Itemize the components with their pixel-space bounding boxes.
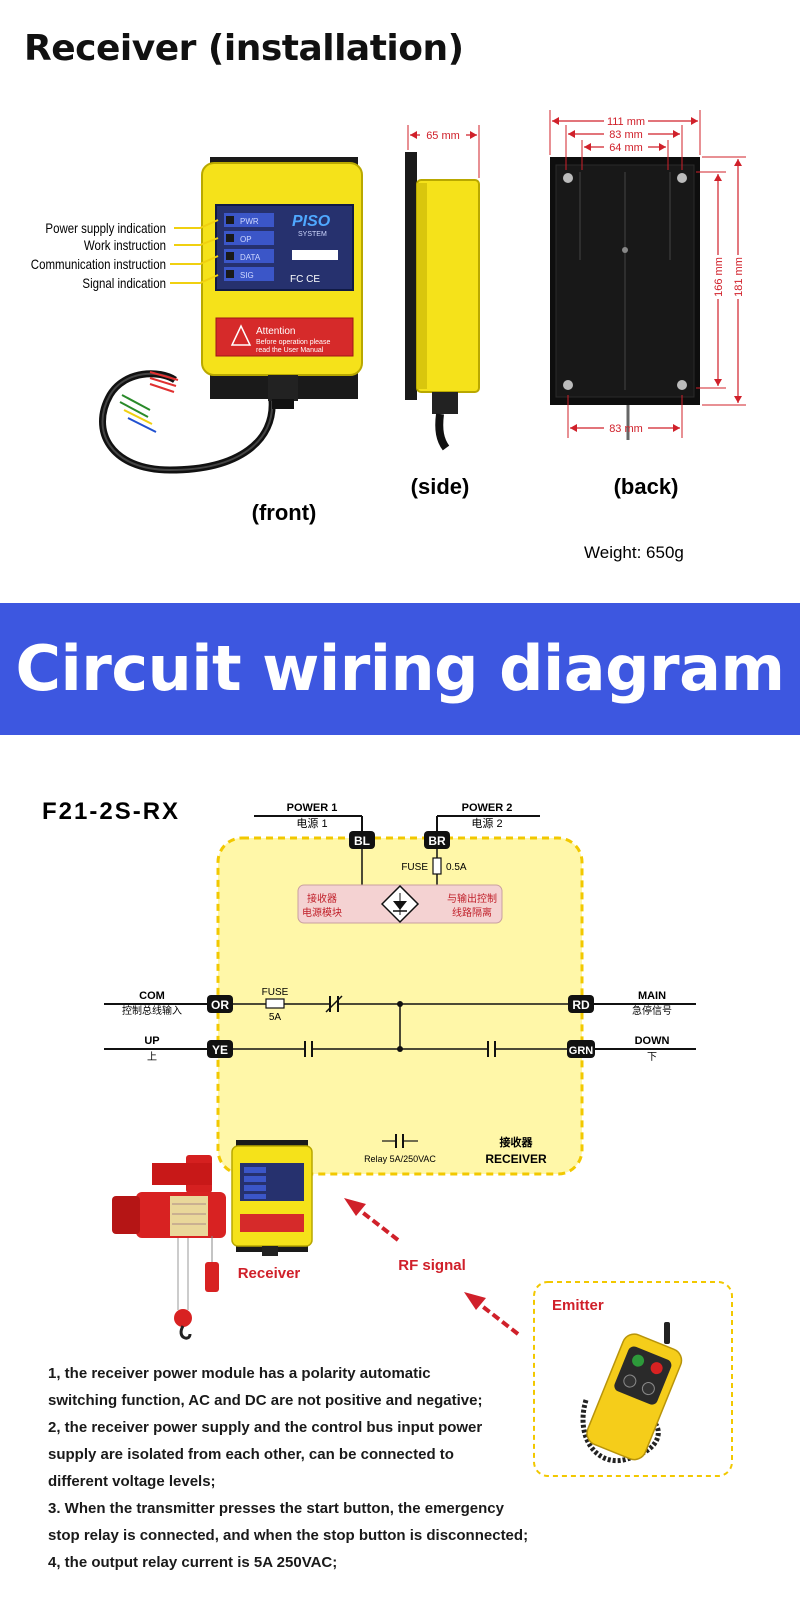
relay-legend: Relay 5A/250VAC — [364, 1154, 436, 1164]
wiring-banner: Circuit wiring diagram — [0, 603, 800, 735]
dim-back-width-64: 64 mm — [609, 142, 643, 154]
fuse-top-label: FUSE — [401, 862, 428, 873]
receiver-en-label: RECEIVER — [485, 1152, 547, 1166]
power1-cn-label: 电源 1 — [296, 816, 327, 830]
brand-sub: SYSTEM — [298, 231, 327, 238]
led-op-label: OP — [240, 235, 252, 244]
power2-label: POWER 2 — [462, 802, 513, 814]
fuse-mid-label: FUSE — [262, 987, 289, 998]
hoist-illustration — [112, 1155, 226, 1340]
com-label: COM — [139, 990, 165, 1002]
receiver-side-view — [405, 125, 480, 451]
note-line: switching function, AC and DC are not po… — [48, 1392, 483, 1409]
emitter-remote-illustration — [580, 1322, 683, 1464]
emitter-label: Emitter — [552, 1297, 604, 1314]
dim-side-depth: 65 mm — [426, 130, 460, 142]
dim-back-height-181: 181 mm — [733, 257, 745, 297]
label-power-supply: Power supply indication — [45, 220, 166, 236]
module-right-line2: 线路隔离 — [452, 906, 492, 919]
up-cn-label: 上 — [147, 1051, 157, 1063]
installation-section: Receiver (installation) — [0, 0, 800, 603]
label-communication: Communication instruction — [31, 256, 166, 272]
module-left-line1: 接收器 — [307, 892, 337, 905]
power1-label: POWER 1 — [287, 802, 338, 814]
receiver-front-view: PWR OP DATA SIG PISO SYSTEM FC CE Attent… — [99, 157, 363, 474]
led-sig-label: SIG — [240, 271, 254, 280]
main-label: MAIN — [638, 990, 666, 1002]
up-label: UP — [144, 1035, 159, 1047]
receiver-label: Receiver — [238, 1265, 301, 1282]
dim-back-width-83: 83 mm — [609, 129, 643, 141]
main-cn-label: 急停信号 — [632, 1004, 672, 1017]
attention-line1: Before operation please — [256, 339, 330, 346]
led-pwr-label: PWR — [240, 217, 259, 226]
rf-signal-label: RF signal — [398, 1257, 466, 1274]
receiver-cn-label: 接收器 — [500, 1135, 534, 1149]
module-left-line2: 电源模块 — [302, 906, 342, 919]
down-cn-label: 下 — [647, 1052, 657, 1063]
fuse-top-value: 0.5A — [446, 862, 467, 873]
brand-logo: PISO — [292, 213, 331, 230]
label-signal: Signal indication — [82, 275, 166, 291]
terminal-bl: BL — [354, 834, 370, 848]
rf-arrow-upper — [344, 1198, 400, 1242]
note-line: 3. When the transmitter presses the star… — [48, 1500, 504, 1517]
weight-label: Weight: 650g — [584, 543, 684, 562]
cert-marks: FC CE — [290, 274, 320, 285]
receiver-small-illustration — [231, 1140, 313, 1256]
dim-back-width-111: 111 mm — [607, 116, 645, 128]
wiring-notes: 1, the receiver power module has a polar… — [48, 1360, 568, 1576]
rf-arrow-lower — [464, 1292, 520, 1336]
module-right-line1: 与输出控制 — [447, 892, 497, 905]
note-line: 4, the output relay current is 5A 250VAC… — [48, 1554, 338, 1571]
fuse-mid-value: 5A — [269, 1012, 282, 1023]
terminal-or: OR — [211, 998, 229, 1012]
com-cn-label: 控制总线输入 — [122, 1004, 182, 1017]
label-work: Work instruction — [84, 237, 166, 253]
wiring-diagram: F21-2S-RX POWER 1 电源 1 POWER 2 电源 2 BL B… — [42, 798, 733, 1477]
note-line: different voltage levels; — [48, 1473, 216, 1490]
model-number: F21-2S-RX — [42, 798, 180, 825]
caption-back: (back) — [614, 474, 679, 499]
installation-title: Receiver (installation) — [24, 28, 464, 69]
terminal-br: BR — [428, 834, 446, 848]
dim-back-height-166: 166 mm — [713, 257, 725, 297]
terminal-rd: RD — [572, 998, 590, 1012]
caption-side: (side) — [411, 474, 470, 499]
note-line: 1, the receiver power module has a polar… — [48, 1365, 431, 1382]
banner-title: Circuit wiring diagram — [15, 632, 785, 705]
attention-line2: read the User Manual — [256, 347, 324, 354]
terminal-grn: GRN — [569, 1045, 594, 1057]
note-line: supply are isolated from each other, can… — [48, 1446, 454, 1463]
dim-back-bottom-83: 83 mm — [609, 423, 643, 435]
terminal-ye: YE — [212, 1043, 228, 1057]
note-line: stop relay is connected, and when the st… — [48, 1527, 529, 1544]
installation-figure: PWR OP DATA SIG PISO SYSTEM FC CE Attent… — [31, 110, 746, 562]
caption-front: (front) — [252, 500, 317, 525]
note-line: 2, the receiver power supply and the con… — [48, 1419, 483, 1436]
down-label: DOWN — [635, 1035, 670, 1047]
power2-cn-label: 电源 2 — [471, 816, 502, 830]
led-data-label: DATA — [240, 253, 261, 262]
receiver-back-view — [549, 110, 746, 440]
attention-label: Attention — [256, 326, 295, 337]
